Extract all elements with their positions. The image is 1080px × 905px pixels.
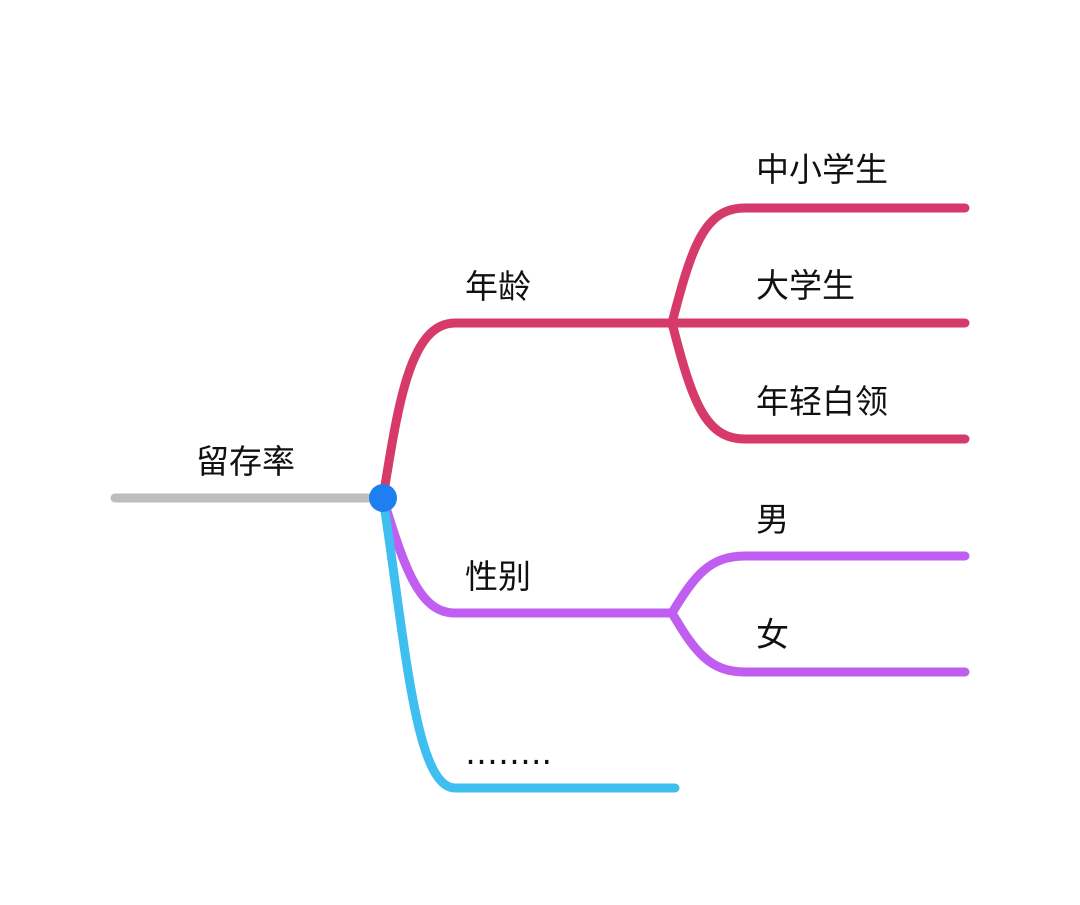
leaf-line-age-3 [667,318,970,444]
leaf-line-gender-2 [667,608,970,677]
leaf-label-age-2: 大学生 [756,266,855,305]
leaf-line-age-1 [667,203,970,328]
branch-line-more [378,493,680,793]
branch-line-age [378,318,677,503]
branch-label-more: …….. [465,733,552,772]
branch-label-gender: 性别 [465,557,531,596]
leaf-line-gender-1 [667,551,970,618]
root-label: 留存率 [196,442,295,481]
leaf-label-gender-2: 女 [756,615,789,654]
branch-label-age: 年龄 [465,267,531,306]
leaf-label-age-3: 年轻白领 [756,382,888,421]
root-node-dot [369,484,397,512]
leaf-label-age-1: 中小学生 [756,150,888,189]
leaf-label-gender-1: 男 [756,500,789,539]
